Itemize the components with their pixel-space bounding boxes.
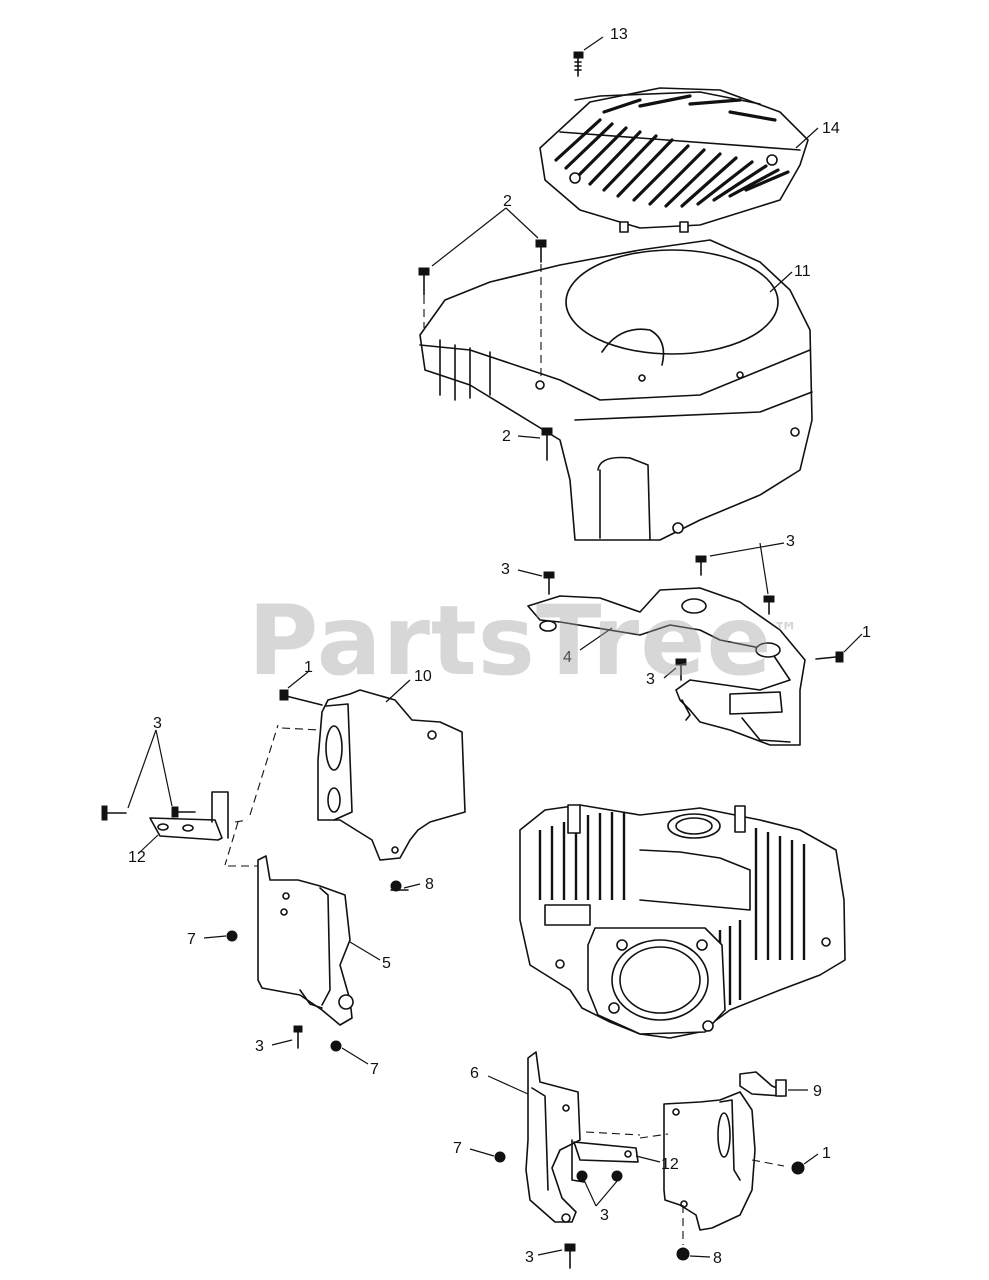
callout-3: 3 — [600, 1207, 609, 1224]
callout-11: 11 — [794, 263, 811, 280]
callout-3: 3 — [786, 533, 795, 550]
callout-10: 10 — [414, 668, 432, 685]
shield-part-10 — [317, 689, 466, 861]
callout-12: 12 — [661, 1156, 679, 1173]
shield-part-6 — [525, 1051, 581, 1223]
callout-2: 2 — [503, 193, 512, 210]
callout-6: 6 — [470, 1065, 479, 1082]
callout-8: 8 — [425, 876, 434, 893]
bolt-part-3 — [543, 555, 775, 681]
blower-housing-part-11 — [419, 239, 813, 541]
nut-part-7-left-a — [226, 930, 238, 942]
nut-part-7-lower — [494, 1151, 506, 1163]
nut-part-7-left-b — [330, 1040, 342, 1052]
callout-labels: 13 14 2 11 2 3 3 4 3 1 1 10 3 12 8 7 5 3… — [128, 26, 871, 1267]
bolt-part-2 — [418, 239, 553, 461]
callout-7: 7 — [453, 1140, 462, 1157]
bolt-part-1 — [815, 651, 844, 663]
bracket-part-12-lower — [571, 1139, 639, 1183]
callout-3: 3 — [153, 715, 162, 732]
callout-13: 13 — [610, 26, 628, 43]
nut-part-8-lower — [676, 1205, 690, 1261]
bolt-part-1-lower — [791, 1161, 805, 1175]
callout-8: 8 — [713, 1250, 722, 1267]
callout-1: 1 — [304, 659, 313, 676]
baffle-part-4 — [527, 587, 806, 746]
shield-part-right-lower — [663, 1091, 756, 1231]
callout-2: 2 — [502, 428, 511, 445]
bracket-part-9 — [739, 1071, 787, 1097]
callout-3: 3 — [646, 671, 655, 688]
shield-part-5 — [257, 855, 354, 1026]
bolt-part-3-left — [293, 1025, 303, 1049]
callout-3: 3 — [525, 1249, 534, 1266]
watermark-trademark: ™ — [772, 618, 800, 648]
callout-3: 3 — [501, 561, 510, 578]
callout-1: 1 — [862, 624, 871, 641]
callout-5: 5 — [382, 955, 391, 972]
grille-cover-part-14 — [539, 87, 809, 233]
bolt-part-1-shield — [279, 689, 323, 706]
watermark: PartsTree™ — [248, 585, 799, 697]
leader-lines — [127, 36, 863, 1258]
engine-block — [519, 804, 846, 1039]
alignment-lines-lower — [585, 1131, 785, 1167]
bolt-part-13 — [573, 51, 584, 77]
callout-4: 4 — [563, 649, 572, 666]
callout-7: 7 — [187, 931, 196, 948]
watermark-text: PartsTree — [248, 585, 773, 697]
callout-9: 9 — [813, 1083, 822, 1100]
callout-1: 1 — [822, 1145, 831, 1162]
callout-7: 7 — [370, 1061, 379, 1078]
nut-part-8-left — [390, 880, 409, 892]
callout-12: 12 — [128, 849, 146, 866]
callout-3: 3 — [255, 1038, 264, 1055]
bolt-part-3-lower — [564, 1243, 576, 1269]
bracket-part-12 — [101, 791, 229, 841]
callout-14: 14 — [822, 120, 840, 137]
